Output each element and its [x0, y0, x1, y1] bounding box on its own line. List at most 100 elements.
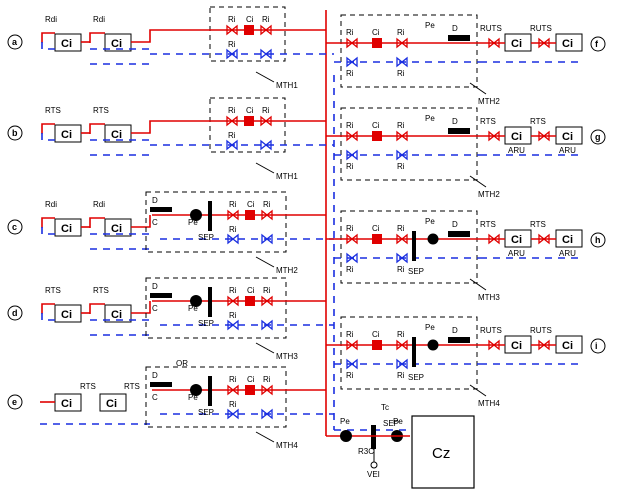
pe-label: Pe: [425, 21, 435, 30]
ri-return-label: Ri: [229, 400, 237, 409]
d-label: D: [152, 282, 158, 291]
pe-label: Pe: [425, 323, 435, 332]
ci-unit-label: Ci: [562, 340, 573, 352]
circuit-e-badge: [7, 394, 23, 410]
pump-boiler-left-icon: [340, 430, 352, 442]
d-label: D: [452, 326, 458, 335]
d-label: D: [452, 24, 458, 33]
module-box: [209, 97, 286, 153]
valve-return-1-icon: [346, 56, 358, 68]
aru-label-2: ARU: [559, 249, 576, 258]
valve-return-1-icon: [346, 149, 358, 161]
or-label: OR: [176, 359, 188, 368]
valve-unit-2-icon: [538, 233, 550, 245]
sep-label: SEP: [408, 373, 424, 382]
ri-return-label: Ri: [228, 40, 236, 49]
heat-exchanger-icon: [245, 385, 255, 395]
circuit-d-badge: [7, 305, 23, 321]
module-box: [145, 366, 287, 428]
heat-exchanger-icon: [245, 210, 255, 220]
valve-return-1-icon: [346, 252, 358, 264]
valve-supply-2-icon: [396, 37, 408, 49]
module-box: [340, 316, 478, 390]
c-label: C: [152, 304, 158, 313]
ri-label: Ri: [229, 286, 237, 295]
vei-icon: [370, 461, 378, 469]
circuit-h-badge-label: h: [595, 235, 601, 245]
ci-label: Ci: [247, 286, 255, 295]
valve-return-2-icon: [261, 233, 273, 245]
circuit-a-badge: [7, 34, 23, 50]
valve-return-2-icon: [260, 48, 272, 60]
ci-label: Ci: [246, 15, 254, 24]
valve-unit-1-icon: [488, 130, 500, 142]
ri-return-label-2: Ri: [397, 162, 405, 171]
valve-supply-2-icon: [396, 233, 408, 245]
sep-label: SEP: [198, 408, 214, 417]
valve-tag-1: RTS: [45, 106, 61, 115]
module-box: [209, 6, 286, 62]
separator-bar-icon: [208, 201, 212, 231]
valve-unit-2-icon: [538, 130, 550, 142]
ci-label: Ci: [246, 106, 254, 115]
ri-return-label: Ri: [228, 131, 236, 140]
ri-label-2: Ri: [262, 15, 270, 24]
heat-exchanger-icon: [245, 296, 255, 306]
ri-return-label: Ri: [346, 69, 354, 78]
pe-label: Pe: [188, 218, 198, 227]
circuit-b-badge-label: b: [12, 128, 18, 138]
pe-label: Pe: [340, 417, 350, 426]
ci-unit-label: Ci: [562, 234, 573, 246]
module-box: [340, 107, 478, 181]
ci-unit-label: Ci: [511, 38, 522, 50]
valve-supply-1-icon: [346, 233, 358, 245]
ri-return-label: Ri: [346, 162, 354, 171]
valve-return-1-icon: [346, 358, 358, 370]
ci-unit-label: Ci: [111, 223, 122, 235]
node-label: MTH2: [276, 266, 298, 275]
valve-tag-2: RTS: [530, 117, 546, 126]
distributor-bar-icon: [448, 337, 470, 343]
valve-tag-2: RTS: [124, 382, 140, 391]
valve-supply-2-icon: [261, 295, 273, 307]
ci-unit-label: Ci: [111, 309, 122, 321]
circuit-e-badge-label: e: [12, 397, 17, 407]
pe-label: Pe: [188, 393, 198, 402]
valve-tag-2: Rdi: [93, 200, 105, 209]
pump-icon: [190, 384, 202, 396]
valve-return-1-icon: [227, 319, 239, 331]
ci-label: Ci: [372, 28, 380, 37]
heat-exchanger-icon: [372, 131, 382, 141]
ri-label: Ri: [229, 375, 237, 384]
vei-label: VEI: [367, 470, 380, 479]
valve-tag-1: Rdi: [45, 200, 57, 209]
valve-return-2-icon: [396, 252, 408, 264]
ci-unit-label: Ci: [111, 38, 122, 50]
ci-unit-label: Ci: [61, 223, 72, 235]
aru-label: ARU: [508, 146, 525, 155]
ci-unit-label: Ci: [111, 129, 122, 141]
separator-bar-icon: [412, 231, 416, 261]
ci-unit-2: [99, 393, 127, 412]
module-box: [145, 191, 287, 253]
valve-return-2-icon: [260, 139, 272, 151]
valve-return-1-icon: [226, 139, 238, 151]
ci-unit-label: Ci: [562, 131, 573, 143]
valve-tag-1: RTS: [480, 220, 496, 229]
valve-tag-2: RTS: [93, 106, 109, 115]
ri-label-2: Ri: [263, 200, 271, 209]
circuit-b-badge: [7, 125, 23, 141]
valve-unit-2-icon: [538, 339, 550, 351]
valve-supply-1-icon: [227, 209, 239, 221]
pump-icon: [427, 233, 439, 245]
distributor-bar-icon: [448, 35, 470, 41]
node-label: MTH3: [276, 352, 298, 361]
valve-tag-1: RUTS: [480, 24, 502, 33]
ri-label: Ri: [346, 330, 354, 339]
separator-bar-icon: [208, 376, 212, 406]
